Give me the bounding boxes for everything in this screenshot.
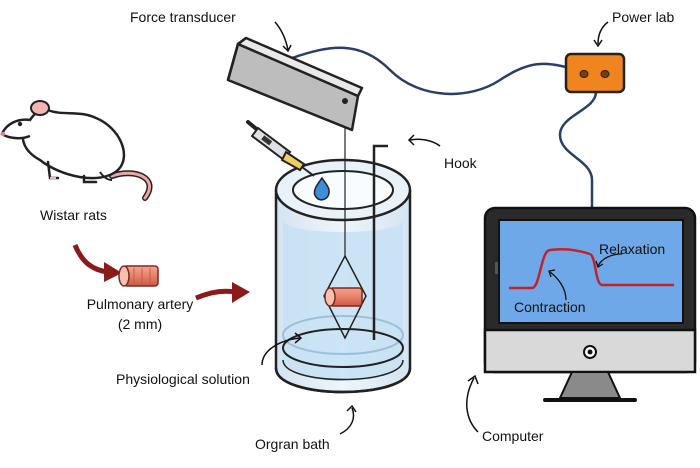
hook-pointer <box>409 138 441 147</box>
water-drop-icon <box>313 176 330 201</box>
organ-bath <box>274 158 412 394</box>
power-lab-pointer <box>597 21 609 45</box>
pulmonary-artery-label: Pulmonary artery <box>86 296 194 312</box>
organ-bath-pointer <box>339 407 355 435</box>
transducer-to-powerlab-cable <box>291 46 571 96</box>
rat-to-artery-arrow <box>72 243 109 275</box>
tissue-holder <box>323 254 367 340</box>
relaxation-pointer <box>597 253 623 267</box>
artery-in-bath-icon <box>324 287 363 307</box>
force-transducer-pointer <box>274 21 289 51</box>
rat-icon <box>0 100 153 201</box>
solution-pointer <box>261 337 301 366</box>
hook-label: Hook <box>444 155 477 171</box>
powerlab-to-computer-cable <box>558 91 598 208</box>
relaxation-label: Relaxation <box>599 241 666 257</box>
contraction-label: Contraction <box>514 299 586 315</box>
artery-segment-icon <box>118 265 159 287</box>
force-transducer-label: Force transducer <box>130 9 236 25</box>
pipette-icon <box>246 120 315 177</box>
hook-wire <box>372 144 388 340</box>
force-trace <box>509 247 674 290</box>
force-transducer-icon <box>226 36 364 132</box>
computer-label: Computer <box>482 428 544 444</box>
contraction-pointer <box>549 271 567 301</box>
wistar-rats-label: Wistar rats <box>40 207 107 223</box>
computer-pointer <box>466 377 479 433</box>
physiological-solution-label: Physiological solution <box>116 371 250 387</box>
power-lab-label: Power lab <box>612 9 675 25</box>
monitor-icon <box>483 206 697 402</box>
power-lab-box-icon <box>564 52 626 94</box>
organ-bath-label: Orgran bath <box>255 436 330 452</box>
pulmonary-size-label: (2 mm) <box>117 316 163 332</box>
